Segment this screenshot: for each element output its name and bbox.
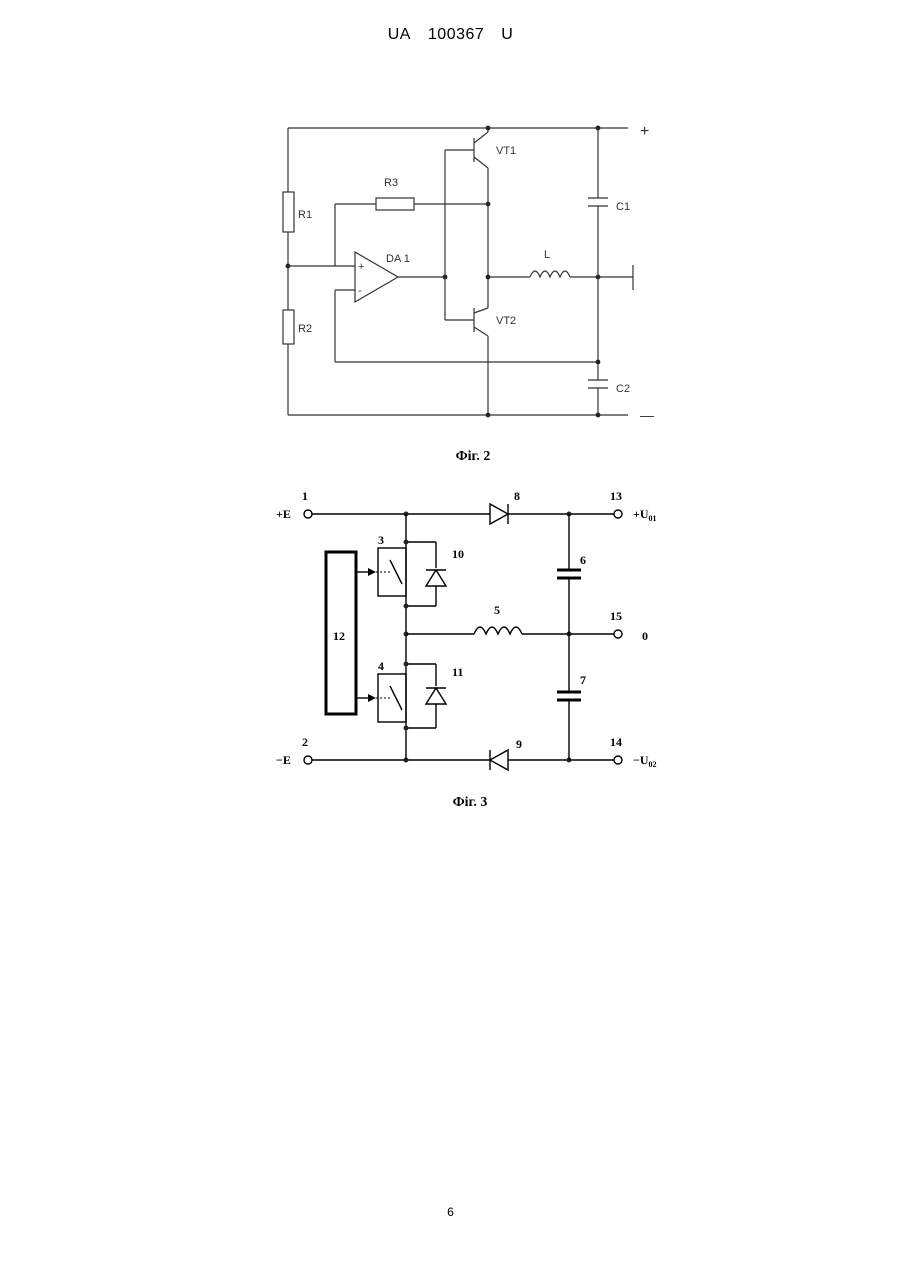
figure-3-caption: Фіг. 3 xyxy=(410,795,530,811)
inductor-5 xyxy=(474,627,522,634)
switch-3 xyxy=(378,548,406,596)
label-in-minus: - xyxy=(358,285,362,297)
arrow-icon xyxy=(368,568,376,576)
label-minus-terminal: — xyxy=(640,407,654,423)
label-13: 13 xyxy=(610,489,622,503)
inductor-l xyxy=(530,271,570,277)
switch-4 xyxy=(378,674,406,722)
label-4: 4 xyxy=(378,659,384,673)
label-r1: R1 xyxy=(298,209,312,221)
label-3: 3 xyxy=(378,533,384,547)
resistor-r2 xyxy=(283,310,294,344)
label-5: 5 xyxy=(494,603,500,617)
label-minus-e: −E xyxy=(276,753,291,767)
figure-3-schematic: 1 +E 2 −E 3 4 5 6 7 8 9 10 11 12 13 14 1… xyxy=(268,480,688,780)
diode-10 xyxy=(426,570,446,586)
label-u01: +U01 xyxy=(633,507,657,523)
label-plus-terminal: + xyxy=(640,123,649,140)
label-plus-e: +E xyxy=(276,507,291,521)
label-14: 14 xyxy=(610,735,622,749)
terminal-2 xyxy=(304,756,312,764)
resistor-r1 xyxy=(283,192,294,232)
label-2: 2 xyxy=(302,735,308,749)
label-zero: 0 xyxy=(642,629,648,643)
label-r2: R2 xyxy=(298,323,312,335)
label-c2: C2 xyxy=(616,383,630,395)
label-1: 1 xyxy=(302,489,308,503)
patent-header: UA 100367 U xyxy=(0,26,901,44)
label-l: L xyxy=(544,249,550,261)
figure-2-schematic: R1 R2 R3 DA 1 + - VT1 VT2 L C1 C2 + — xyxy=(268,110,668,440)
label-10: 10 xyxy=(452,547,464,561)
label-vt2: VT2 xyxy=(496,315,516,327)
label-8: 8 xyxy=(514,489,520,503)
label-7: 7 xyxy=(580,673,586,687)
label-15: 15 xyxy=(610,609,622,623)
patent-number: 100367 xyxy=(428,26,484,43)
label-r3: R3 xyxy=(384,177,398,189)
label-u02: −U02 xyxy=(633,753,657,769)
label-6: 6 xyxy=(580,553,586,567)
arrow-icon xyxy=(368,694,376,702)
label-11: 11 xyxy=(452,665,463,679)
label-12: 12 xyxy=(333,629,345,643)
label-da1: DA 1 xyxy=(386,253,410,265)
patent-kind: U xyxy=(501,26,513,43)
diode-8 xyxy=(490,504,508,524)
terminal-13 xyxy=(614,510,622,518)
patent-office: UA xyxy=(388,26,411,43)
terminal-1 xyxy=(304,510,312,518)
page-number: 6 xyxy=(0,1205,901,1219)
label-in-plus: + xyxy=(358,261,364,273)
resistor-r3 xyxy=(376,198,414,210)
label-9: 9 xyxy=(516,737,522,751)
label-c1: C1 xyxy=(616,201,630,213)
terminal-15 xyxy=(614,630,622,638)
label-vt1: VT1 xyxy=(496,145,516,157)
figure-2-caption: Фіг. 2 xyxy=(413,449,533,465)
terminal-14 xyxy=(614,756,622,764)
diode-11 xyxy=(426,688,446,704)
diode-9 xyxy=(490,750,508,770)
